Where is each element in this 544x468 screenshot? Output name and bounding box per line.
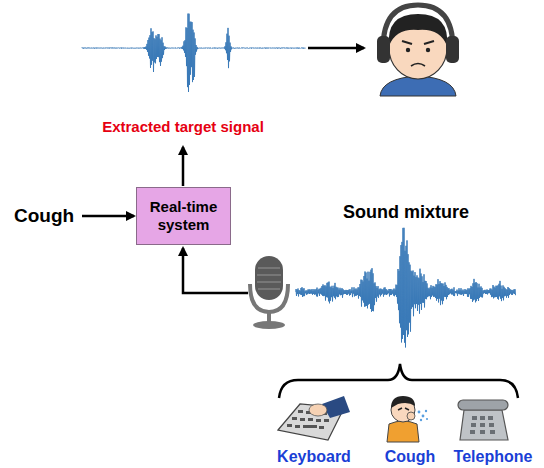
query-arrow — [82, 215, 134, 218]
mixture-label: Sound mixture — [343, 202, 469, 223]
output-waveform — [82, 14, 306, 92]
query-label: Cough — [14, 205, 74, 227]
listener-icon — [377, 5, 459, 96]
system-box: Real-time system — [136, 187, 231, 245]
keyboard-icon — [278, 396, 350, 440]
box-label: Real-time system — [143, 198, 224, 234]
source-label: Keyboard — [277, 448, 351, 466]
cough-icon — [387, 396, 428, 442]
mixture-waveform — [296, 228, 516, 348]
microphone-icon — [250, 256, 288, 329]
output-arrow — [308, 47, 364, 50]
source-label: Telephone — [454, 448, 533, 466]
telephone-icon — [458, 400, 508, 440]
source-label: Cough — [385, 448, 436, 466]
extract-arrow — [182, 147, 185, 186]
bracket — [279, 364, 518, 398]
mic-line — [183, 248, 248, 293]
output-label: Extracted target signal — [102, 118, 264, 135]
